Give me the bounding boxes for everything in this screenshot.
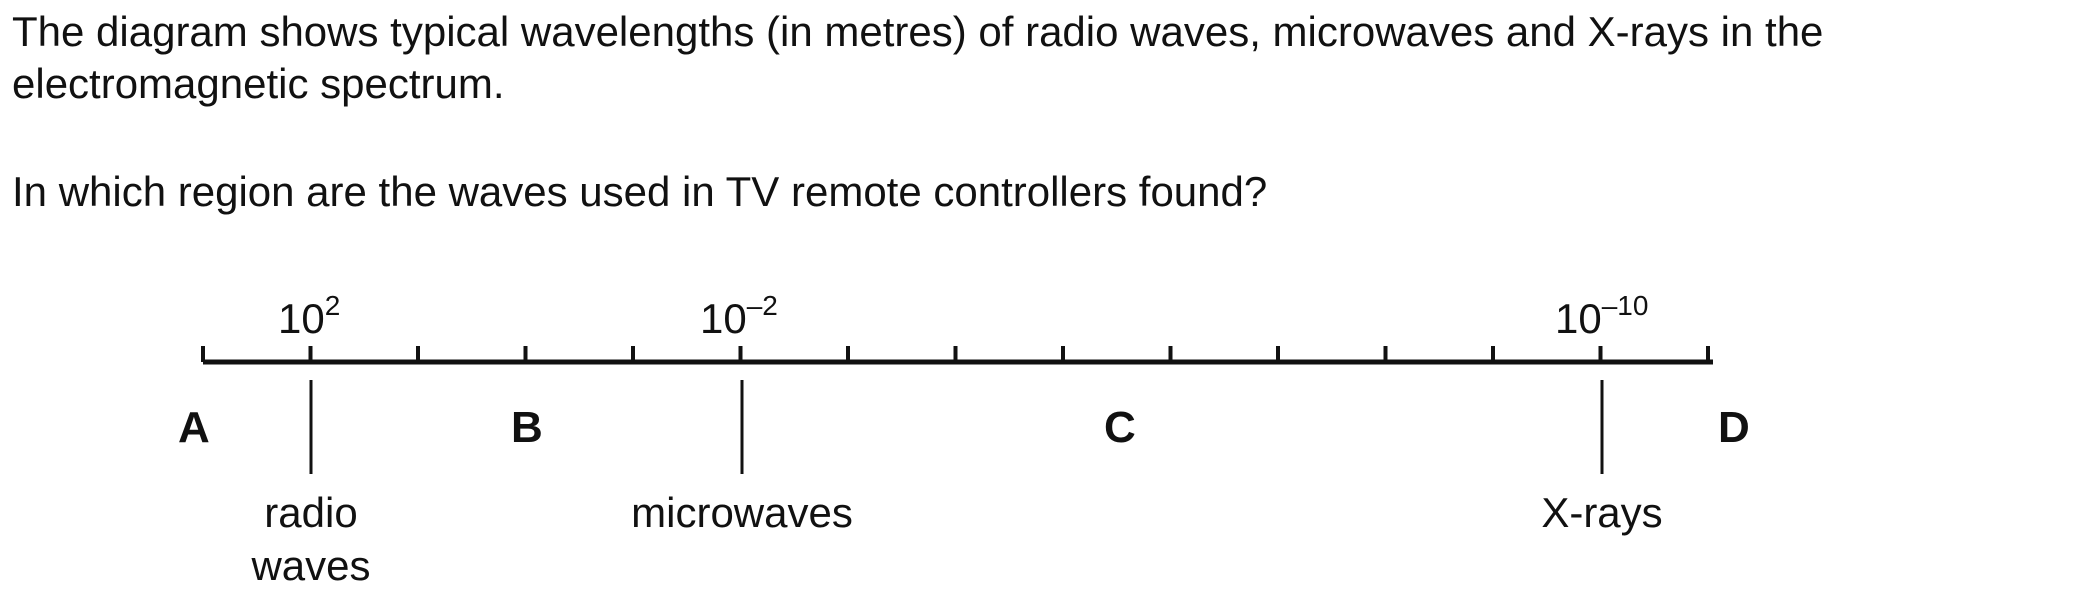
question-prompt: In which region are the waves used in TV…: [12, 168, 1268, 215]
region-b: B: [511, 403, 543, 452]
radio-waves-label-line2: waves: [250, 542, 370, 589]
intro-line-1: The diagram shows typical wavelengths (i…: [12, 8, 1824, 55]
microwaves-label: microwaves: [631, 489, 853, 536]
intro-line-2: electromagnetic spectrum.: [12, 60, 505, 107]
axis-ticks: [201, 346, 1710, 362]
scale-label-xrays: 10–10: [1555, 290, 1648, 342]
region-c: C: [1104, 403, 1136, 452]
scale-label-radio: 102: [278, 290, 340, 342]
region-a: A: [178, 403, 210, 452]
radio-waves-label-line1: radio: [264, 489, 357, 536]
intro-text: The diagram shows typical wavelengths (i…: [12, 6, 1823, 110]
scale-label-microwaves: 10–2: [700, 290, 778, 342]
region-d: D: [1718, 403, 1750, 452]
xrays-label: X-rays: [1541, 489, 1662, 536]
